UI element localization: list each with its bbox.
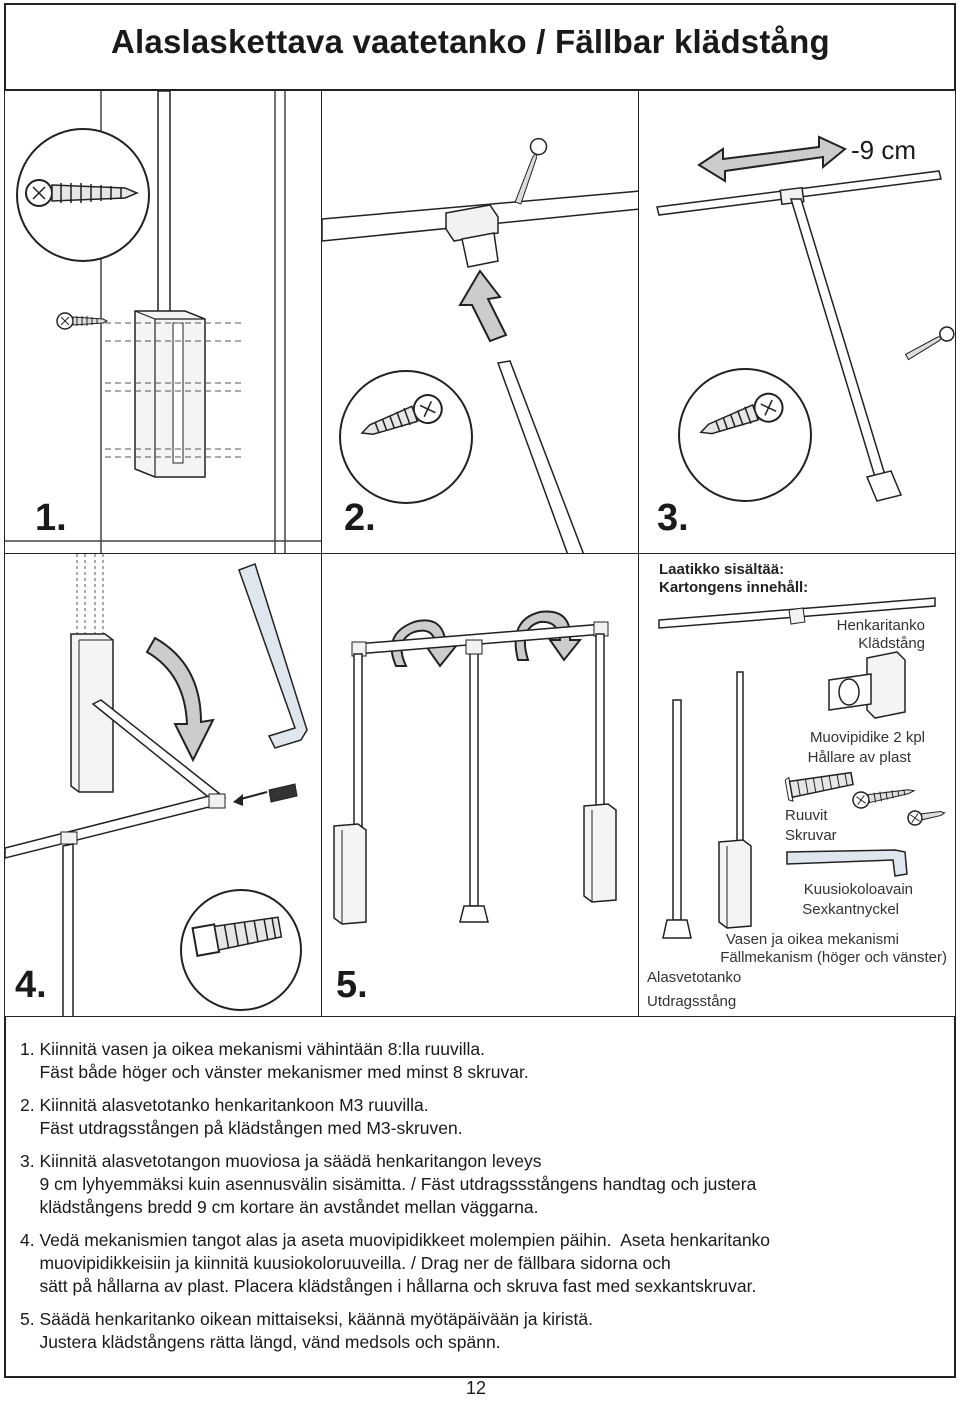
item-rod-sv: Klädstång xyxy=(858,635,925,652)
title-box: Alaslaskettava vaatetanko / Fällbar kläd… xyxy=(4,3,956,91)
instruction-4-line-2: muovipidikkeisiin ja kiinnitä kuusiokolo… xyxy=(20,1253,671,1273)
item-rod-fi: Henkaritanko xyxy=(836,617,925,634)
instruction-4-line-1: 4. Vedä mekanismien tangot alas ja aseta… xyxy=(20,1230,771,1250)
instruction-2: 2. Kiinnitä alasvetotanko henkaritankoon… xyxy=(20,1094,940,1140)
instruction-1-sv: Fäst både höger och vänster mekanismer m… xyxy=(20,1062,529,1082)
contents-heading-fi: Laatikko sisältää: xyxy=(659,561,785,578)
item-screws-fi: Ruuvit xyxy=(785,807,828,824)
instruction-5: 5. Säädä henkaritanko oikean mittaiseksi… xyxy=(20,1308,940,1354)
step-2-illustration xyxy=(322,137,638,553)
contents-illustration xyxy=(658,597,946,939)
step-5-number: 5. xyxy=(336,964,368,1006)
page-title: Alaslaskettava vaatetanko / Fällbar kläd… xyxy=(111,23,830,60)
step-4-number: 4. xyxy=(15,964,47,1006)
item-screws-sv: Skruvar xyxy=(785,827,837,844)
instructions: 1. Kiinnitä vasen ja oikea mekanismi väh… xyxy=(20,1038,940,1364)
item-pullrod-sv: Utdragsstång xyxy=(647,993,737,1010)
width-reduction-label: -9 cm xyxy=(851,135,916,165)
step-2-panel: 2. xyxy=(321,90,639,554)
step-4-illustration xyxy=(5,554,308,1016)
instruction-1-fi: 1. Kiinnitä vasen ja oikea mekanismi väh… xyxy=(20,1039,485,1059)
item-holder-fi: Muovipidike 2 kpl xyxy=(809,729,925,746)
step-4-panel: 4. xyxy=(4,553,322,1017)
instruction-2-sv: Fäst utdragsstången på klädstången med M… xyxy=(20,1118,463,1138)
item-mechanism-fi: Vasen ja oikea mekanismi xyxy=(725,931,899,948)
step-1-panel: 1. xyxy=(4,90,322,554)
instruction-5-sv: Justera klädstångens rätta längd, vänd m… xyxy=(20,1332,501,1352)
instruction-5-fi: 5. Säädä henkaritanko oikean mittaiseksi… xyxy=(20,1309,593,1329)
item-mechanism-sv: Fällmekanism (höger och vänster) xyxy=(720,949,947,966)
instruction-1: 1. Kiinnitä vasen ja oikea mekanismi väh… xyxy=(20,1038,940,1084)
step-3-panel: -9 cm 3. xyxy=(638,90,956,554)
step-3-number: 3. xyxy=(657,497,689,539)
item-pullrod-fi: Alasvetotanko xyxy=(647,969,742,986)
item-hexkey-fi: Kuusiokoloavain xyxy=(803,881,913,898)
step-5-illustration xyxy=(333,610,617,925)
instruction-3-line-3: klädstångens bredd 9 cm kortare än avstå… xyxy=(20,1197,539,1217)
step-2-number: 2. xyxy=(344,497,376,539)
item-hexkey-sv: Sexkantnyckel xyxy=(802,901,899,918)
step-1-illustration xyxy=(5,91,321,553)
instruction-3-line-2: 9 cm lyhyemmäksi kuin asennusvälin sisäm… xyxy=(20,1174,757,1194)
instructions-frame xyxy=(4,1016,956,1378)
step-5-panel: 5. xyxy=(321,553,639,1017)
page-number: 12 xyxy=(466,1378,487,1398)
instruction-2-fi: 2. Kiinnitä alasvetotanko henkaritankoon… xyxy=(20,1095,429,1115)
instruction-3: 3. Kiinnitä alasvetotangon muoviosa ja s… xyxy=(20,1150,940,1219)
contents-heading-sv: Kartongens innehåll: xyxy=(659,579,809,596)
step-1-number: 1. xyxy=(35,497,67,539)
instruction-4: 4. Vedä mekanismien tangot alas ja aseta… xyxy=(20,1229,940,1298)
contents-panel: Laatikko sisältää: Kartongens innehåll: … xyxy=(638,553,956,1017)
step-3-illustration xyxy=(656,135,955,502)
instruction-3-line-1: 3. Kiinnitä alasvetotangon muoviosa ja s… xyxy=(20,1151,542,1171)
instruction-4-line-3: sätt på hållarna av plast. Placera kläds… xyxy=(20,1276,757,1296)
item-holder-sv: Hållare av plast xyxy=(807,749,911,766)
